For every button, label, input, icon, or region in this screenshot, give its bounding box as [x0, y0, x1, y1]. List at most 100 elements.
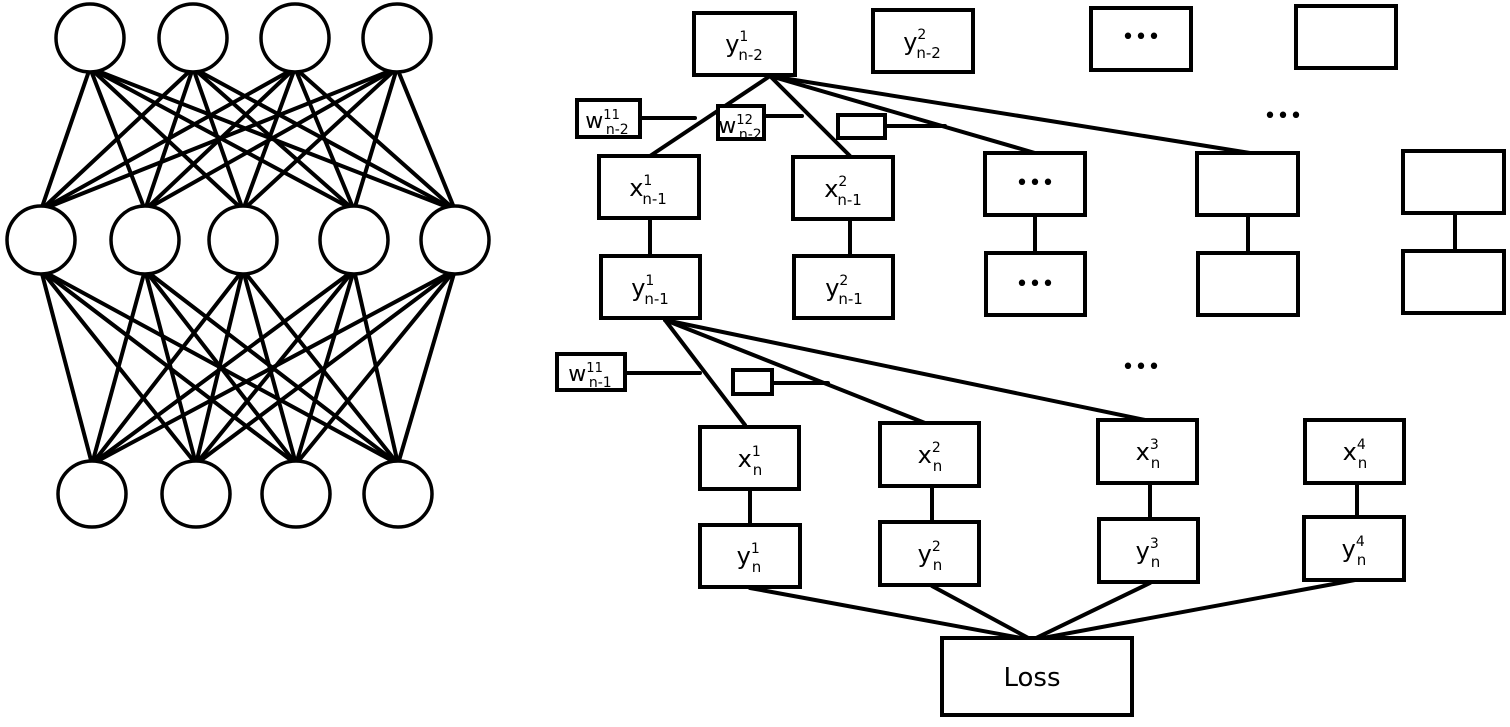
neural-network-illustration: [5, 2, 491, 529]
neuron-layer2-3: [207, 204, 279, 276]
svg-text:y1n-2: y1n-2: [725, 29, 763, 64]
node-empty-y-n1-b: [1401, 249, 1506, 315]
edge-yn1-1-to-xn-1: [663, 318, 747, 427]
network-connection: [395, 66, 457, 212]
network-connection: [39, 66, 92, 212]
network-connection: [293, 66, 356, 212]
network-connection: [294, 268, 457, 466]
svg-text:x4n: x4n: [1343, 437, 1368, 472]
node-empty-x-n1-a: [1195, 151, 1300, 217]
edge-yn-1-to-loss: [748, 586, 1034, 642]
neuron-layer3-3: [260, 459, 332, 529]
svg-text:x1n-1: x1n-1: [629, 173, 667, 208]
network-connection: [194, 268, 457, 466]
neuron-layer1-3: [259, 2, 331, 74]
edge-yn2-1-to-box4: [768, 74, 1252, 155]
edge-yn1-1-to-xn-3: [663, 318, 1147, 422]
svg-text:y1n: y1n: [737, 541, 762, 576]
neuron-layer1-2: [157, 2, 229, 74]
network-connection: [39, 268, 94, 466]
svg-text:y3n: y3n: [1136, 536, 1161, 571]
network-neurons: [5, 2, 491, 529]
svg-text:x3n: x3n: [1136, 437, 1161, 472]
neuron-layer1-4: [361, 2, 433, 74]
neuron-layer2-1: [5, 204, 77, 276]
weight-w-n2-empty: [836, 113, 887, 140]
svg-text:x2n-1: x2n-1: [824, 174, 862, 209]
network-connection: [90, 268, 457, 466]
edge-yn-4-to-loss: [1030, 578, 1357, 642]
network-connection: [39, 66, 399, 212]
network-connection: [90, 268, 245, 466]
neuron-layer2-2: [109, 204, 181, 276]
neuron-layer3-4: [362, 459, 434, 529]
node-ellipsis-y-n1: •••: [984, 251, 1087, 317]
network-connection: [352, 66, 399, 212]
edge-yn-3-to-loss: [1030, 581, 1152, 642]
edge-yn2-1-to-xn1-2: [768, 74, 852, 158]
network-connection: [143, 66, 399, 212]
edge-yn2-1-to-box3: [768, 74, 1037, 155]
svg-text:y2n-1: y2n-1: [825, 273, 863, 308]
weight-w-n1-empty: [731, 368, 774, 396]
node-empty-x-n1-b: [1401, 149, 1506, 215]
neuron-layer3-2: [160, 459, 232, 529]
node-ellipsis-x-n1: •••: [983, 151, 1087, 217]
neuron-layer2-5: [419, 204, 491, 276]
network-edges: [39, 66, 457, 466]
network-connection: [39, 66, 195, 212]
neuron-layer2-4: [318, 204, 390, 276]
svg-text:•••: •••: [1016, 171, 1055, 196]
svg-text:y2n-2: y2n-2: [903, 27, 941, 62]
edge-yn2-1-to-xn1-1: [648, 74, 772, 158]
svg-text:Loss: Loss: [1003, 663, 1060, 693]
svg-text:•••: •••: [1016, 272, 1055, 297]
graph-edges: [623, 74, 1457, 642]
neuron-layer3-1: [56, 459, 128, 529]
network-connection: [90, 268, 147, 466]
network-connection: [90, 268, 356, 466]
node-empty-top: [1294, 4, 1398, 70]
network-connection: [241, 268, 400, 466]
edge-yn-2-to-loss: [930, 584, 1034, 642]
network-connection: [194, 268, 245, 466]
node-empty-y-n1-a: [1196, 251, 1300, 317]
network-connection: [143, 268, 198, 466]
network-connection: [39, 66, 297, 212]
ellipsis-row-1: •••: [1264, 104, 1303, 129]
neuron-layer1-1: [54, 2, 126, 74]
svg-text:y2n: y2n: [918, 539, 943, 574]
svg-text:y4n: y4n: [1342, 534, 1367, 569]
svg-text:x1n: x1n: [738, 444, 763, 479]
network-connection: [241, 66, 399, 212]
svg-text:y1n-1: y1n-1: [631, 273, 669, 308]
edge-yn1-1-to-xn-2: [663, 318, 927, 425]
network-connection: [396, 268, 457, 466]
node-loss: Loss: [940, 636, 1134, 717]
ellipsis-row-2: •••: [1122, 355, 1161, 380]
svg-text:x2n: x2n: [918, 440, 943, 475]
node-ellipsis-top: •••: [1089, 6, 1193, 72]
